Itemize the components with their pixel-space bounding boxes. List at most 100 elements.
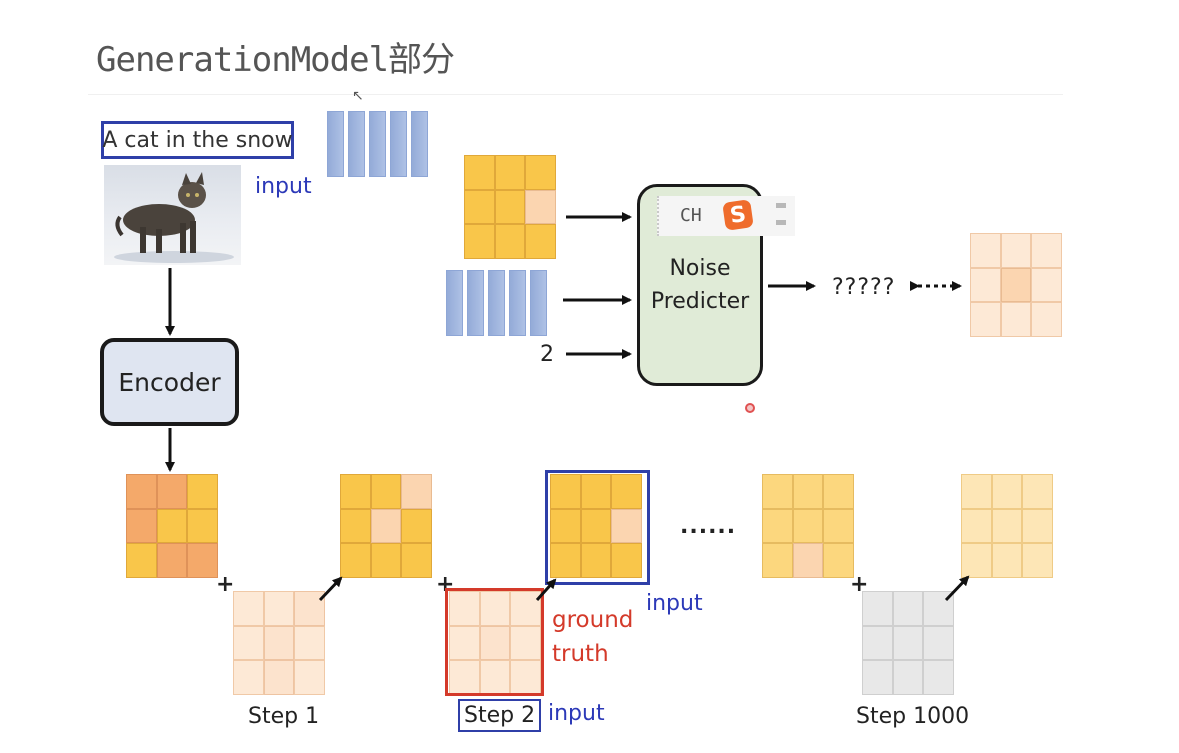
- grid-cell: [1000, 302, 1032, 337]
- grid-cell: [991, 543, 1023, 578]
- grid-cell: [370, 508, 402, 544]
- embedding-bar: [530, 270, 547, 336]
- grid-cell: [961, 474, 992, 509]
- latent-image-step1: [340, 474, 432, 578]
- step-label-1: Step 1: [248, 704, 320, 729]
- grid-cell: [156, 508, 188, 544]
- grid-cell: [550, 508, 581, 544]
- latent-image-step1000: [961, 474, 1053, 578]
- mouse-pointer-icon: ↖: [352, 88, 364, 104]
- grid-cell: [892, 625, 924, 661]
- grid-cell: [126, 543, 157, 578]
- arrow-step1000: [944, 575, 970, 602]
- grid-cell: [823, 508, 854, 544]
- grid-cell: [187, 508, 218, 544]
- grid-cell: [762, 508, 793, 544]
- embedding-bar: [390, 111, 407, 177]
- grid-cell: [580, 543, 612, 578]
- grid-cell: [611, 474, 642, 509]
- grid-cell: [762, 474, 793, 509]
- grid-cell: [961, 543, 992, 578]
- grid-cell: [370, 543, 402, 578]
- grid-cell: [340, 474, 371, 509]
- grid-cell: [494, 224, 526, 259]
- grid-cell: [449, 591, 480, 626]
- grid-cell: [961, 508, 992, 544]
- arrow-step2: [535, 578, 557, 602]
- embedding-bar: [509, 270, 526, 336]
- arrow-step1: [318, 576, 343, 602]
- grid-cell: [1031, 267, 1062, 303]
- grid-cell: [991, 508, 1023, 544]
- grid-cell: [862, 660, 893, 695]
- latent-image-clean: [126, 474, 218, 578]
- grid-cell: [923, 660, 954, 695]
- grid-cell: [401, 508, 432, 544]
- grid-cell: [126, 474, 157, 509]
- ground-truth-frame: [445, 588, 544, 696]
- input-label-step2-top: input: [646, 591, 703, 616]
- text-embedding-input: [446, 270, 547, 336]
- grid-cell: [823, 474, 854, 509]
- grid-cell: [233, 591, 264, 626]
- grid-cell: [792, 543, 824, 578]
- grid-cell: [510, 591, 541, 626]
- step-number-input: 2: [540, 342, 554, 367]
- grid-cell: [294, 625, 325, 661]
- latent-image-step2: [550, 474, 642, 578]
- grid-cell: [156, 543, 188, 578]
- grid-cell: [970, 233, 1001, 268]
- noisy-image-input: [464, 155, 556, 259]
- input-label-top: input: [255, 174, 312, 199]
- sogou-ime-icon[interactable]: S: [722, 199, 754, 231]
- latent-image-step999: [762, 474, 854, 578]
- grid-cell: [294, 660, 325, 695]
- grid-cell: [525, 189, 556, 225]
- record-dot-icon: [745, 403, 755, 413]
- grid-cell: [449, 660, 480, 695]
- embedding-bar: [327, 111, 344, 177]
- grid-cell: [370, 474, 402, 509]
- grid-cell: [892, 660, 924, 695]
- grid-cell: [1000, 233, 1032, 268]
- embedding-bar: [369, 111, 386, 177]
- predicted-noise-placeholder: ?????: [832, 275, 896, 300]
- embedding-bar: [467, 270, 484, 336]
- page-title: GenerationModel部分: [96, 40, 455, 80]
- grid-cell: [464, 155, 495, 190]
- grid-cell: [970, 267, 1001, 303]
- grid-cell: [550, 543, 581, 578]
- encoder-label: Encoder: [118, 367, 221, 397]
- grid-cell: [479, 591, 511, 626]
- cat-image: [104, 165, 241, 265]
- grid-cell: [401, 543, 432, 578]
- grid-cell: [862, 591, 893, 626]
- ellipsis-label: ......: [680, 514, 737, 539]
- encoder-block: Encoder: [100, 338, 239, 426]
- ime-menu-icon[interactable]: [776, 203, 786, 225]
- ime-mode-label[interactable]: CH: [680, 205, 702, 226]
- input-highlight-frame: [545, 470, 650, 585]
- grid-cell: [792, 508, 824, 544]
- grid-cell: [1022, 543, 1053, 578]
- grid-cell: [1031, 302, 1062, 337]
- grid-cell: [510, 625, 541, 661]
- grid-cell: [611, 543, 642, 578]
- grid-cell: [862, 625, 893, 661]
- grid-cell: [970, 302, 1001, 337]
- grid-cell: [923, 625, 954, 661]
- grid-cell: [187, 474, 218, 509]
- grid-cell: [494, 155, 526, 190]
- grid-cell: [1031, 233, 1062, 268]
- grid-cell: [1000, 267, 1032, 303]
- noise-step1000: [862, 591, 954, 695]
- grid-cell: [991, 474, 1023, 509]
- embedding-bar: [446, 270, 463, 336]
- grid-cell: [892, 591, 924, 626]
- grid-cell: [525, 224, 556, 259]
- grid-cell: [792, 474, 824, 509]
- grid-cell: [294, 591, 325, 626]
- grid-cell: [525, 155, 556, 190]
- grid-cell: [187, 543, 218, 578]
- grid-cell: [449, 625, 480, 661]
